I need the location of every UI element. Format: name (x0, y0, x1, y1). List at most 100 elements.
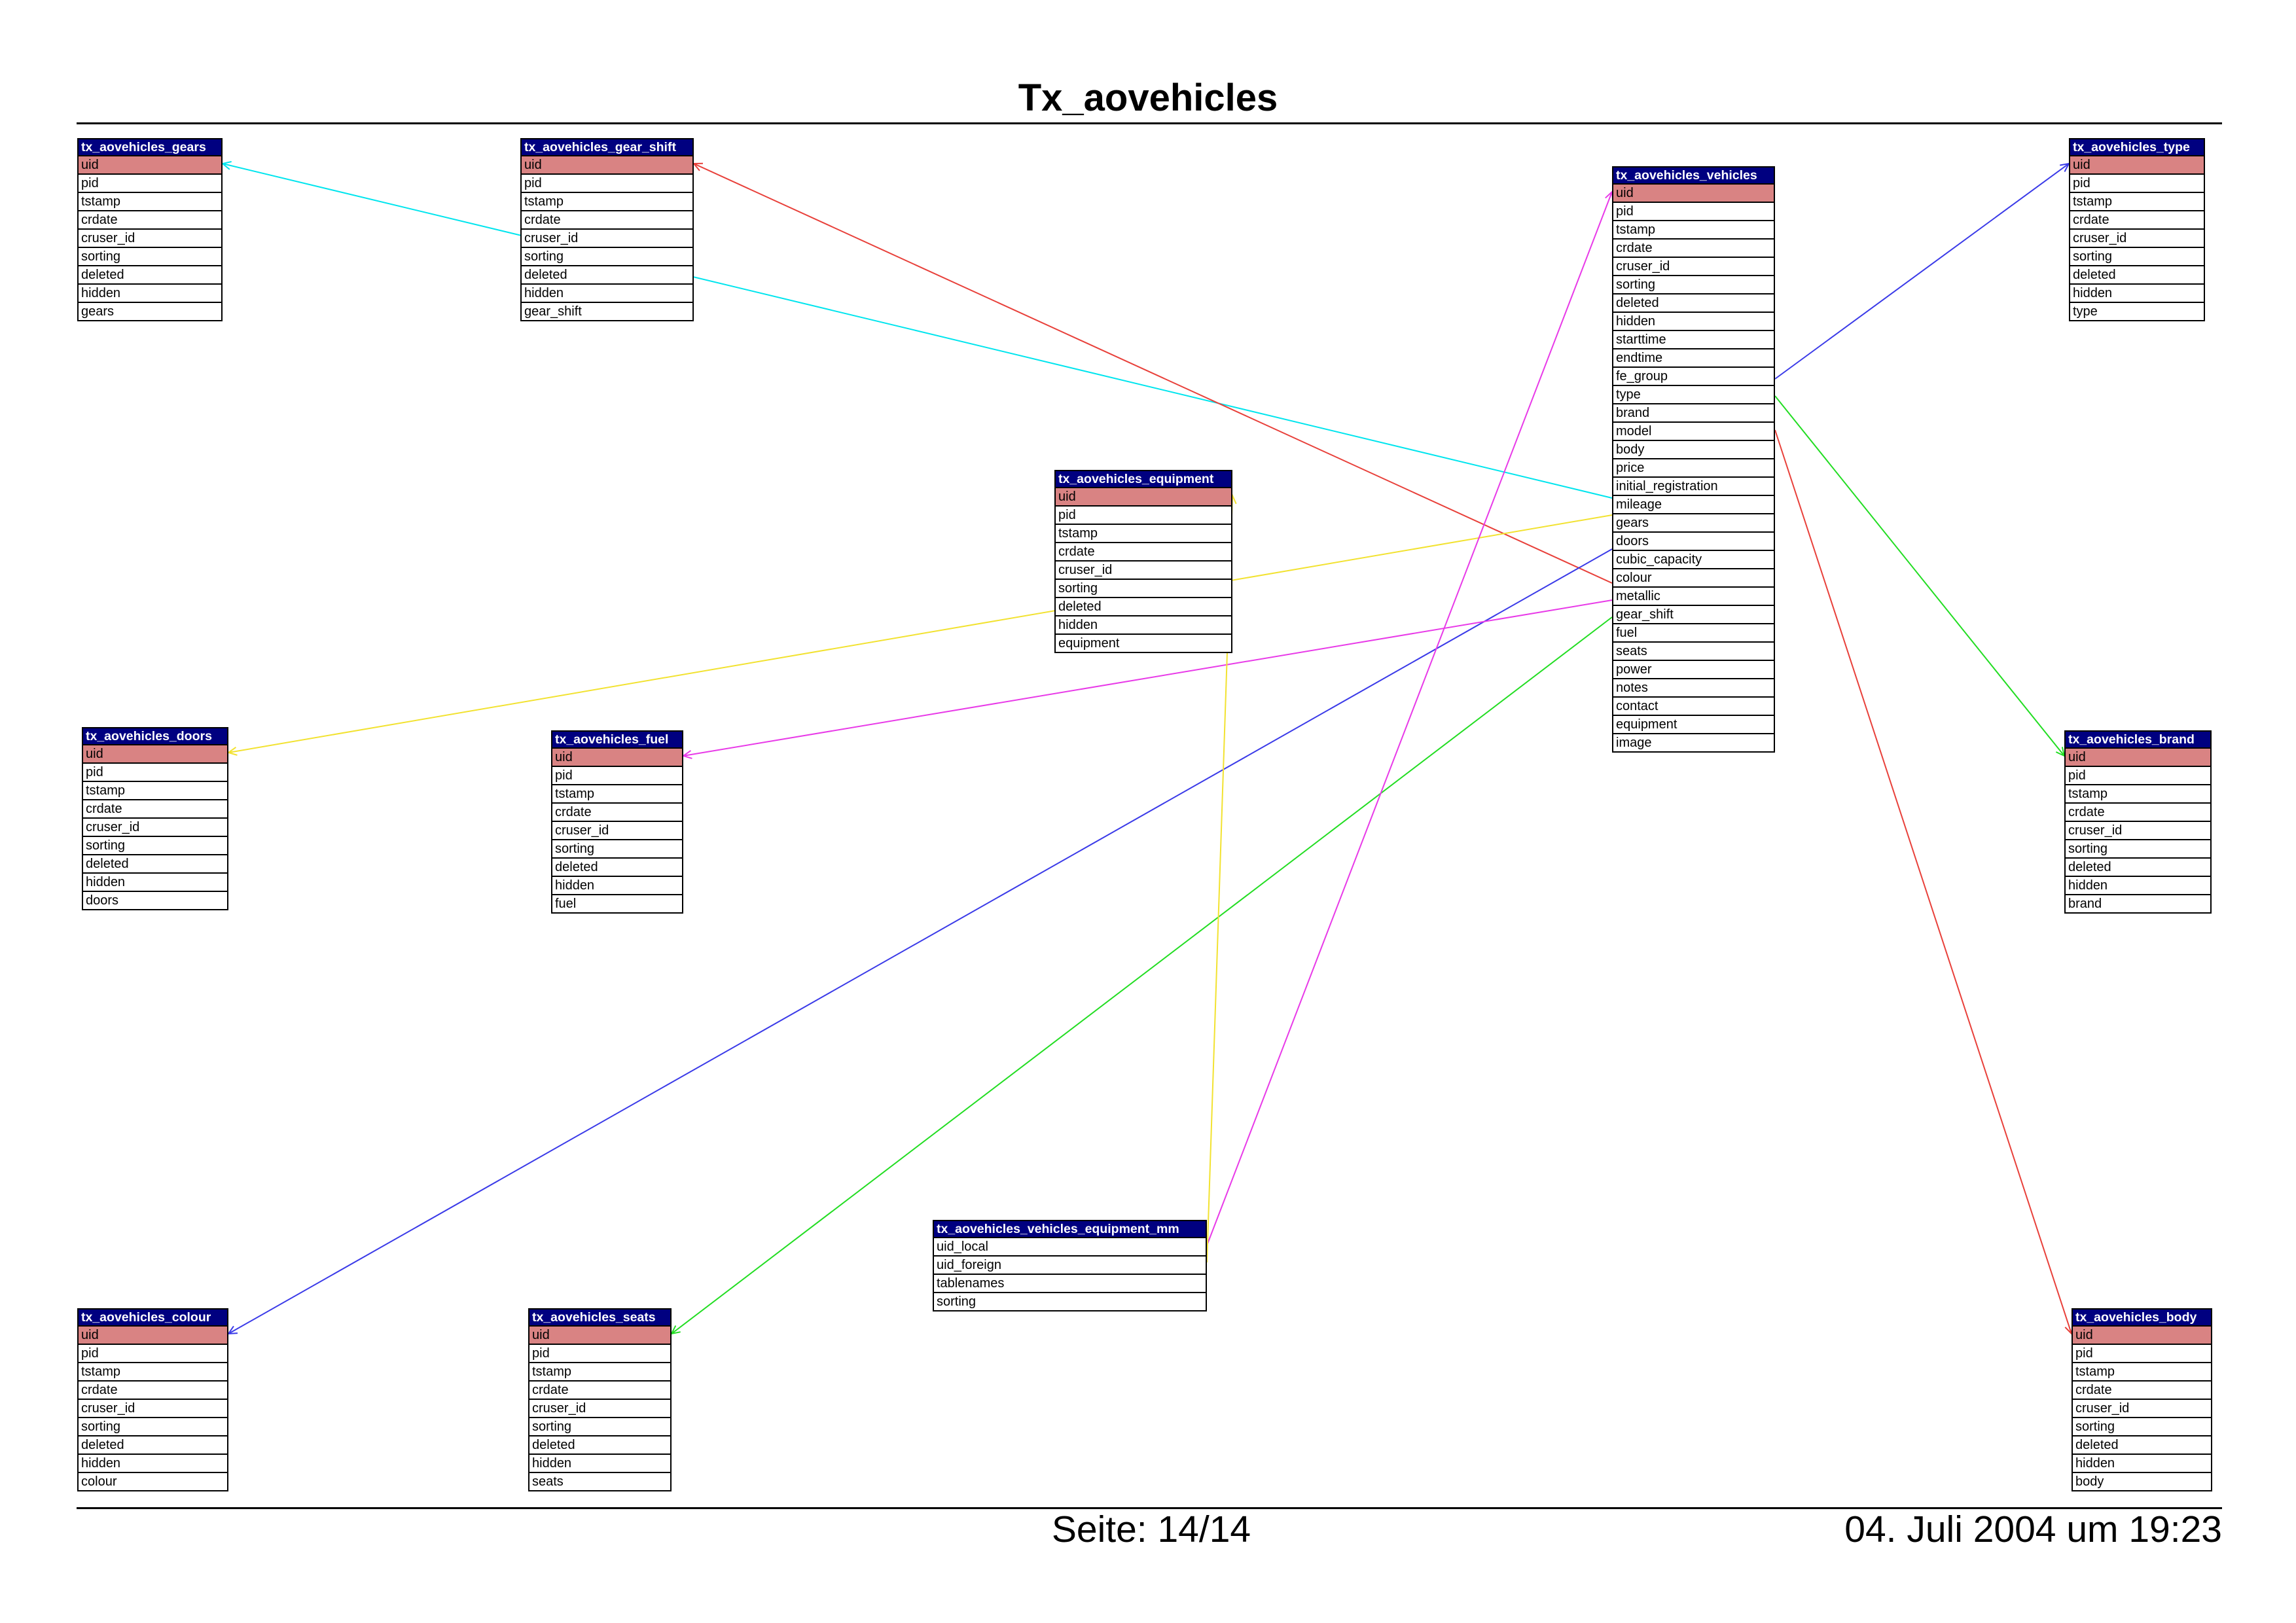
table-field: deleted (79, 266, 221, 285)
table-field: crdate (79, 1382, 227, 1400)
page-number: Seite: 14/14 (1051, 1508, 1251, 1550)
table-name: tx_aovehicles_brand (2066, 732, 2210, 749)
table-field: sorting (552, 840, 682, 859)
table-field: equipment (1058, 636, 1120, 651)
table-field: sorting (2070, 248, 2204, 266)
table-field: gears (1613, 514, 1774, 533)
table-field: pid (1613, 203, 1774, 221)
table-field: fe_group (1613, 368, 1774, 386)
table-field: type (1613, 386, 1774, 404)
table-field: hidden (2066, 877, 2210, 895)
table-field: hidden (522, 285, 692, 303)
table-field: cruser_id (2073, 1400, 2211, 1418)
primary-key-field: uid (79, 156, 221, 175)
table-field: tstamp (1056, 525, 1231, 543)
table-field: crdate (529, 1382, 670, 1400)
table-field: body (1613, 441, 1774, 459)
table-name: tx_aovehicles_doors (83, 728, 227, 745)
table-field: cubic_capacity (1613, 551, 1774, 569)
table-field: pid (552, 767, 682, 785)
table-field: pid (79, 1345, 227, 1363)
table-field: cruser_id (1613, 258, 1774, 276)
relation-arrow (227, 1325, 238, 1335)
primary-key-field: uid (2070, 156, 2204, 175)
table-field: tstamp (2073, 1363, 2211, 1382)
table-field: contact (1613, 698, 1774, 716)
relation-line (683, 599, 1613, 757)
table-field: crdate (552, 804, 682, 822)
table-field: image (1616, 736, 1652, 750)
table-field: deleted (83, 855, 227, 874)
table-field: crdate (1613, 240, 1774, 258)
table-field: power (1613, 661, 1774, 679)
table-field: equipment (1613, 716, 1774, 734)
table-name: tx_aovehicles_body (2073, 1310, 2211, 1327)
table-field: doors (1613, 533, 1774, 551)
table-field: sorting (2073, 1418, 2211, 1436)
table-field: hidden (2073, 1455, 2211, 1473)
table-field: deleted (2070, 266, 2204, 285)
table-field: hidden (83, 874, 227, 892)
relation-line (1774, 395, 2065, 757)
table-field: uid_local (934, 1238, 1206, 1257)
table-field: deleted (529, 1436, 670, 1455)
relation-line (1774, 429, 2072, 1334)
table-field: sorting (1056, 580, 1231, 598)
table-name: tx_aovehicles_gear_shift (522, 139, 692, 156)
table-field: pid (79, 175, 221, 193)
relation-line (222, 163, 1613, 499)
table-field: metallic (1613, 588, 1774, 606)
table-field: pid (2066, 767, 2210, 785)
table-field: sorting (83, 837, 227, 855)
table-name: tx_aovehicles_gears (79, 139, 221, 156)
table-field: mileage (1613, 496, 1774, 514)
table-field: body (2075, 1474, 2104, 1489)
table-field: crdate (522, 211, 692, 230)
footer-rule (77, 1507, 2222, 1509)
table-field: deleted (552, 859, 682, 877)
primary-key-field: uid (552, 749, 682, 767)
table-field: crdate (79, 211, 221, 230)
table-field: tstamp (79, 1363, 227, 1382)
table-name: tx_aovehicles_colour (79, 1310, 227, 1327)
table-field: crdate (83, 800, 227, 819)
table-field: cruser_id (1056, 562, 1231, 580)
table-field: fuel (555, 897, 577, 911)
table-field: seats (1613, 643, 1774, 661)
relation-line (671, 616, 1613, 1334)
table-field: notes (1613, 679, 1774, 698)
table-field: crdate (2070, 211, 2204, 230)
relation-arrow (692, 162, 704, 171)
table-field: pid (2073, 1345, 2211, 1363)
table-field: hidden (552, 877, 682, 895)
table-field: deleted (1613, 294, 1774, 313)
table-field: cruser_id (529, 1400, 670, 1418)
table-field: pid (2070, 175, 2204, 193)
table-field: tstamp (79, 193, 221, 211)
table-field: tstamp (552, 785, 682, 804)
table-field: deleted (2066, 859, 2210, 877)
table-field: sorting (529, 1418, 670, 1436)
table-field: crdate (2066, 804, 2210, 822)
relation-arrow (681, 750, 692, 759)
table-field: sorting (522, 248, 692, 266)
table-field: tstamp (2070, 193, 2204, 211)
table-field: hidden (79, 285, 221, 303)
primary-key-field: uid (529, 1327, 670, 1345)
table-field: cruser_id (79, 1400, 227, 1418)
relation-arrow (221, 161, 232, 170)
table-field: pid (529, 1345, 670, 1363)
table-field: uid_foreign (934, 1257, 1206, 1275)
table-field: tstamp (1613, 221, 1774, 240)
print-date: 04. Juli 2004 um 19:23 (1844, 1508, 2222, 1550)
table-field: cruser_id (2070, 230, 2204, 248)
table-field: tstamp (522, 193, 692, 211)
table-field: brand (1613, 404, 1774, 423)
table-field: pid (1056, 507, 1231, 525)
table-field: deleted (79, 1436, 227, 1455)
